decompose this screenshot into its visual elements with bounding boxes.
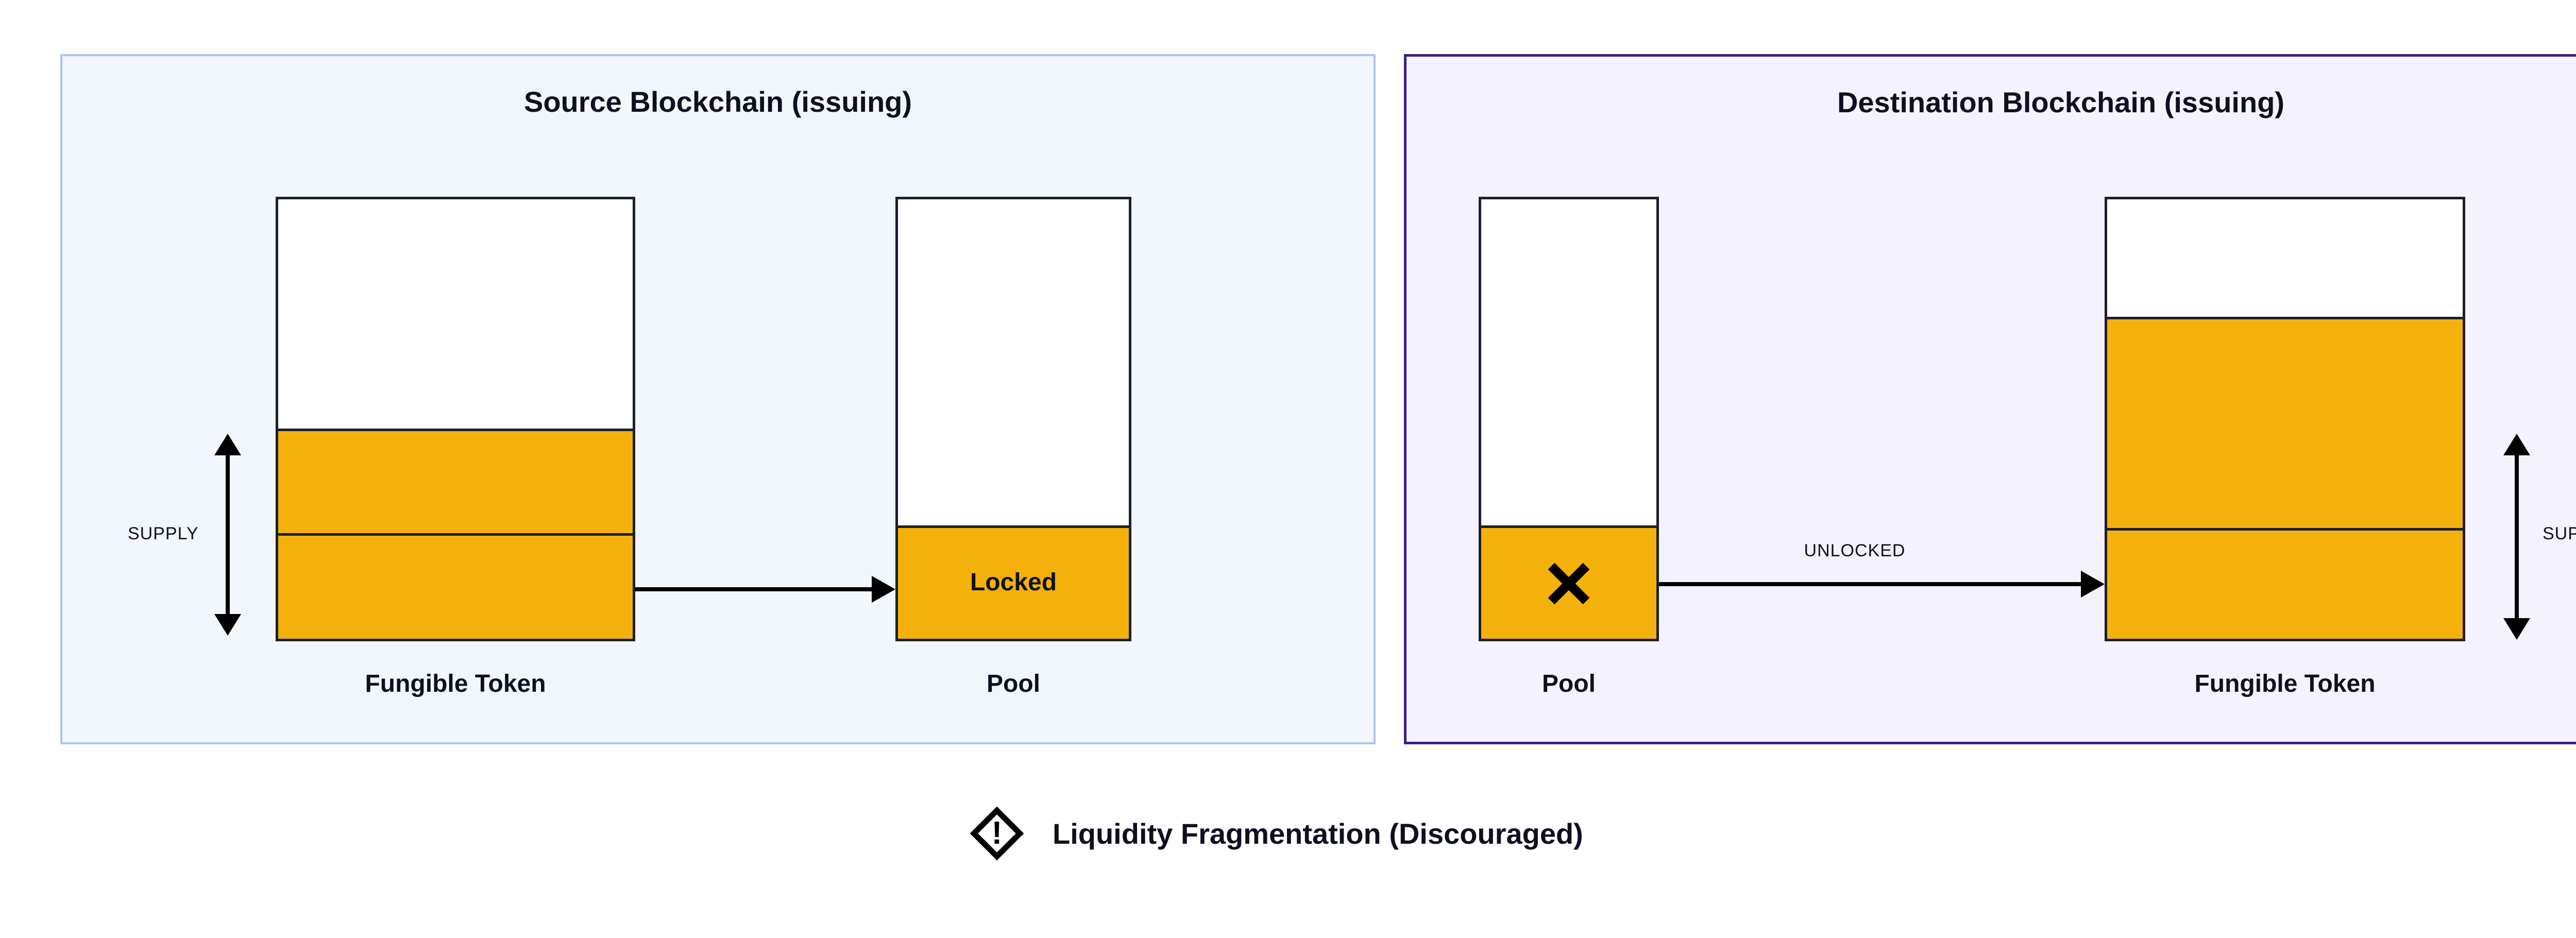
- source-ft-segment-upper: [278, 429, 633, 533]
- destination-ft-segment-upper: [2107, 317, 2463, 528]
- source-pool-caption: Pool: [987, 670, 1040, 697]
- destination-ft-segment-lower: [2107, 528, 2463, 639]
- flow-arrow-shaft: [1659, 582, 2084, 586]
- arrow-down-head-icon: [214, 614, 241, 636]
- source-fungible-token-caption: Fungible Token: [365, 670, 546, 697]
- arrow-up-head-icon: [214, 434, 241, 455]
- source-blockchain-panel: Source Blockchain (issuing): [60, 54, 1376, 744]
- unlocked-flow-label: UNLOCKED: [1804, 541, 1906, 560]
- source-fungible-token-bar: [276, 197, 635, 641]
- supply-arrow-stem: [226, 449, 230, 620]
- arrow-right-head-icon: [872, 576, 895, 603]
- arrow-right-head-icon: [2081, 571, 2105, 598]
- footer-caption-label: Liquidity Fragmentation (Discouraged): [1053, 817, 1583, 850]
- arrow-down-head-icon: [2503, 618, 2530, 640]
- warning-diamond-icon: !: [966, 803, 1028, 864]
- destination-pool-caption: Pool: [1542, 670, 1596, 697]
- destination-pool-segment: [1481, 525, 1656, 639]
- flow-arrow-shaft: [635, 587, 875, 591]
- destination-panel-title: Destination Blockchain (issuing): [1837, 86, 2285, 118]
- footer-caption: ! Liquidity Fragmentation (Discouraged): [966, 803, 1583, 864]
- source-supply-label: SUPPLY: [128, 524, 199, 543]
- x-mark-icon: [1544, 559, 1594, 608]
- warning-exclamation-glyph: !: [991, 815, 1003, 851]
- arrow-up-head-icon: [2503, 434, 2530, 455]
- destination-fungible-token-bar: [2105, 197, 2465, 641]
- destination-fungible-token-caption: Fungible Token: [2194, 670, 2376, 697]
- source-ft-segment-lower: [278, 533, 633, 639]
- destination-supply-label: SUPPLY: [2543, 524, 2576, 543]
- destination-pool-bar: [1479, 197, 1659, 641]
- source-pool-bar: Locked: [895, 197, 1131, 641]
- source-panel-title: Source Blockchain (issuing): [523, 86, 912, 118]
- source-pool-locked-label: Locked: [970, 569, 1057, 596]
- source-pool-locked-segment: Locked: [898, 525, 1129, 639]
- supply-arrow-stem: [2515, 449, 2519, 624]
